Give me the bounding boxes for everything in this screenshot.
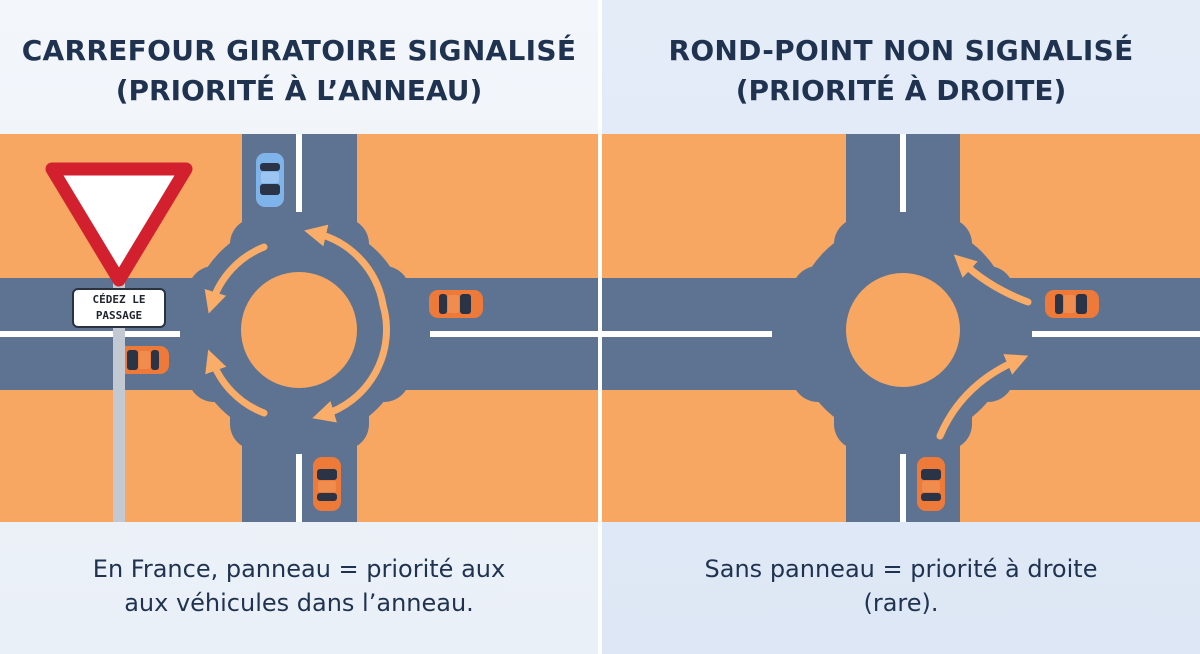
ring-arrow-icon: [204, 243, 268, 314]
entry-arrow-icon: [936, 354, 1029, 440]
car-orange-icon: [429, 290, 483, 318]
panel-title: ROND-POINT NON SIGNALISÉ: [668, 34, 1134, 67]
caption-line: aux véhicules dans l’anneau.: [124, 589, 474, 617]
car-orange-icon: [917, 457, 945, 511]
panel-title: CARREFOUR GIRATOIRE SIGNALISÉ: [21, 34, 577, 67]
roundabout-scene-unsignalled: [602, 134, 1200, 522]
caption-line: En France, panneau = priorité aux: [92, 555, 506, 583]
panel-subtitle: (PRIORITÉ À DROITE): [735, 74, 1067, 107]
panel-caption: En France, panneau = priorité aux aux vé…: [0, 552, 598, 620]
lane-marking-east: [430, 331, 598, 337]
caption-line: (rare).: [863, 589, 939, 617]
lane-marking-east: [1032, 331, 1200, 337]
panel-subtitle: (PRIORITÉ À L’ANNEAU): [115, 74, 483, 107]
lane-marking-south: [900, 454, 906, 522]
sign-text-line1: CÉDEZ LE: [93, 293, 146, 306]
central-island: [241, 272, 357, 388]
give-way-sign: CÉDEZ LE PASSAGE: [45, 162, 193, 522]
ring-arrow-icon: [312, 301, 390, 423]
panel-signalled-roundabout: CARREFOUR GIRATOIRE SIGNALISÉ (PRIORITÉ …: [0, 0, 598, 654]
caption-line: Sans panneau = priorité à droite: [704, 555, 1098, 583]
car-orange-icon: [313, 457, 341, 511]
ring-arrow-icon: [205, 349, 268, 417]
ring-arrow-icon: [304, 224, 387, 309]
car-blue-icon: [256, 153, 284, 207]
panel-unsignalled-roundabout: ROND-POINT NON SIGNALISÉ (PRIORITÉ À DRO…: [602, 0, 1200, 654]
car-orange-icon: [1045, 290, 1099, 318]
lane-marking-west: [602, 331, 772, 337]
yield-triangle-icon: [45, 162, 193, 287]
entry-arrow-icon: [953, 254, 1032, 306]
lane-marking-north: [900, 134, 906, 212]
sign-plate: [72, 288, 166, 328]
sign-text-line2: PASSAGE: [96, 309, 142, 322]
lane-marking-west: [0, 331, 180, 337]
lane-marking-south: [296, 454, 302, 522]
lane-marking-north: [296, 134, 302, 212]
roundabout-scene-signalled: CÉDEZ LE PASSAGE: [0, 134, 598, 522]
panel-caption: Sans panneau = priorité à droite (rare).: [602, 552, 1200, 620]
panel-divider: [598, 0, 602, 654]
central-island: [846, 273, 960, 387]
